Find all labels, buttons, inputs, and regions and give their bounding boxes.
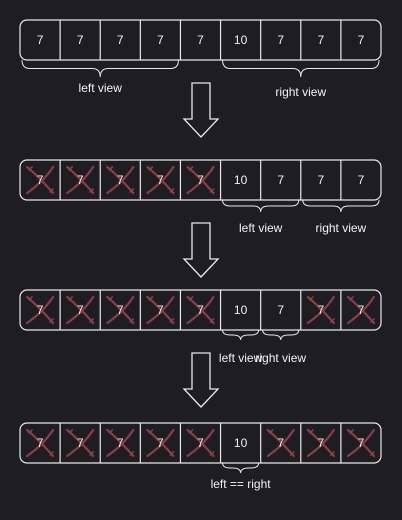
array-outline — [19, 19, 382, 61]
brace — [222, 199, 300, 213]
array-outline — [19, 159, 382, 201]
cell-value: 7 — [117, 303, 124, 317]
down-arrow-icon — [182, 222, 220, 278]
cell-value: 7 — [317, 436, 324, 450]
brace — [262, 329, 300, 341]
cell-value: 7 — [197, 173, 204, 187]
cross-mark — [106, 428, 135, 458]
cell-value: 7 — [117, 33, 124, 47]
cross-mark — [306, 295, 335, 325]
cell-value: 7 — [358, 303, 365, 317]
cross-mark — [25, 428, 55, 458]
cross-mark — [266, 428, 295, 458]
cell-value: 7 — [117, 173, 124, 187]
cross-mark — [66, 428, 95, 458]
cross-mark — [346, 295, 376, 325]
cell-value: 7 — [77, 303, 84, 317]
cell-value: 7 — [37, 303, 44, 317]
cell-value: 10 — [234, 303, 248, 317]
cell-value: 7 — [157, 173, 164, 187]
cross-mark — [186, 428, 215, 458]
array-row-4: 7 7 7 7 7 10 7 7 7 left == right — [19, 422, 382, 491]
cell-value: 7 — [277, 436, 284, 450]
brace-label: left view — [79, 81, 123, 95]
cross-mark — [66, 295, 95, 325]
cell-value: 7 — [157, 436, 164, 450]
array-outline — [19, 422, 382, 464]
cell-value: 7 — [77, 33, 84, 47]
cell-value: 7 — [358, 33, 365, 47]
cross-mark — [25, 295, 55, 325]
brace-label: right view — [275, 85, 326, 99]
cross-mark — [346, 428, 376, 458]
cell-value: 7 — [317, 303, 324, 317]
cell-value: 7 — [37, 33, 44, 47]
down-arrow-icon — [182, 82, 220, 138]
cell-value: 7 — [37, 436, 44, 450]
cell-value: 7 — [317, 173, 324, 187]
down-arrow-icon — [182, 352, 220, 408]
cross-mark — [186, 165, 215, 195]
cell-value: 7 — [37, 173, 44, 187]
cross-mark — [25, 165, 55, 195]
brace-label: left view — [219, 351, 263, 365]
cross-mark — [106, 165, 135, 195]
cell-value: 7 — [117, 436, 124, 450]
array-row-2: 7 7 7 7 7 10 7 7 7 left view right view — [19, 159, 382, 235]
cell-value: 7 — [358, 173, 365, 187]
brace-label: left == right — [211, 477, 272, 491]
cell-value: 7 — [277, 33, 284, 47]
cell-value: 10 — [234, 33, 248, 47]
cell-value: 7 — [77, 173, 84, 187]
brace — [302, 199, 380, 213]
cell-value: 7 — [77, 436, 84, 450]
cross-mark — [186, 295, 215, 325]
brace-label: left view — [239, 221, 283, 235]
array-row-1: 7 7 7 7 7 10 7 7 7 left view right view — [19, 19, 382, 99]
brace — [222, 59, 380, 78]
cell-value: 7 — [197, 303, 204, 317]
cross-mark — [66, 165, 95, 195]
cell-value: 7 — [197, 33, 204, 47]
brace — [21, 59, 179, 78]
array-outline — [19, 289, 382, 331]
cross-mark — [146, 428, 175, 458]
cell-value: 7 — [197, 436, 204, 450]
brace-label: right view — [255, 351, 306, 365]
cross-mark — [146, 295, 175, 325]
cell-value: 7 — [317, 33, 324, 47]
cross-mark — [146, 165, 175, 195]
cell-value: 10 — [234, 436, 248, 450]
cell-value: 10 — [234, 173, 248, 187]
cell-value: 7 — [157, 33, 164, 47]
cell-value: 7 — [277, 303, 284, 317]
cell-value: 7 — [277, 173, 284, 187]
brace-label: right view — [316, 221, 367, 235]
cross-mark — [106, 295, 135, 325]
brace — [222, 462, 260, 474]
cell-value: 7 — [157, 303, 164, 317]
cross-mark — [306, 428, 335, 458]
brace — [222, 329, 260, 341]
cell-value: 7 — [358, 436, 365, 450]
